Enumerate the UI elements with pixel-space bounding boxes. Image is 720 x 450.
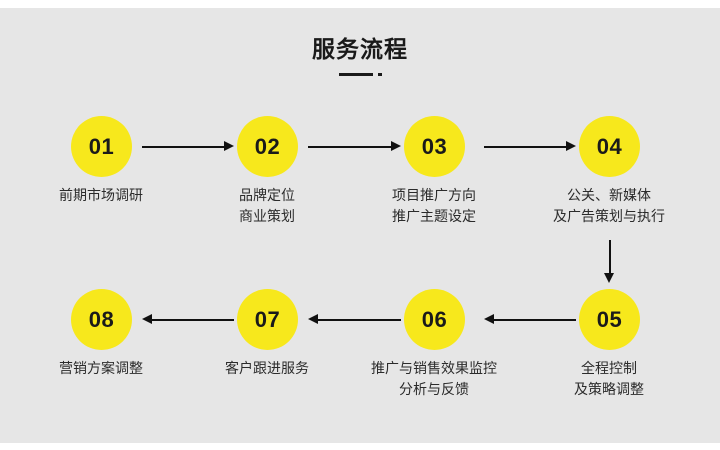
step-label-04-line-1: 公关、新媒体 [567, 187, 651, 203]
step-label-02: 品牌定位 商业策划 [167, 185, 367, 227]
step-label-04: 公关、新媒体 及广告策划与执行 [509, 185, 709, 227]
arrow-06-to-07 [308, 314, 401, 325]
arrow-shaft [317, 319, 401, 321]
arrow-05-to-06 [484, 314, 576, 325]
arrow-shaft [151, 319, 234, 321]
arrow-shaft [609, 240, 611, 274]
step-node-08[interactable]: 08 [71, 289, 132, 350]
step-label-05: 全程控制 及策略调整 [509, 358, 709, 400]
step-node-06[interactable]: 06 [404, 289, 465, 350]
title-underline-decoration [0, 68, 720, 80]
step-label-02-line-1: 品牌定位 [239, 187, 295, 203]
arrow-head-right-icon [224, 141, 234, 151]
step-label-04-line-2: 及广告策划与执行 [553, 208, 665, 224]
step-label-05-line-2: 及策略调整 [574, 381, 644, 397]
arrow-07-to-08 [142, 314, 234, 325]
step-node-05[interactable]: 05 [579, 289, 640, 350]
page-title: 服务流程 [312, 36, 408, 62]
flow-diagram-canvas: 服务流程 01 02 03 04 05 06 07 08 前期市场调研 品牌定位… [0, 8, 720, 443]
title-rule-bar [338, 72, 373, 76]
step-label-07: 客户跟进服务 [167, 358, 367, 379]
step-node-04[interactable]: 04 [579, 116, 640, 177]
arrow-01-to-02 [142, 141, 234, 152]
step-label-06: 推广与销售效果监控 分析与反馈 [334, 358, 534, 400]
step-node-02[interactable]: 02 [237, 116, 298, 177]
arrow-shaft [142, 146, 225, 148]
step-label-03-line-1: 项目推广方向 [392, 187, 476, 203]
arrow-head-right-icon [566, 141, 576, 151]
step-label-01-line-1: 前期市场调研 [59, 187, 143, 203]
arrow-head-down-icon [604, 273, 614, 283]
arrow-shaft [484, 146, 567, 148]
arrow-03-to-04 [484, 141, 576, 152]
step-label-01: 前期市场调研 [1, 185, 201, 206]
step-label-03-line-2: 推广主题设定 [392, 208, 476, 224]
step-label-06-line-2: 分析与反馈 [399, 381, 469, 397]
arrow-head-left-icon [308, 314, 318, 324]
arrow-04-to-05 [604, 240, 615, 283]
step-label-05-line-1: 全程控制 [581, 360, 637, 376]
step-node-07[interactable]: 07 [237, 289, 298, 350]
step-node-03[interactable]: 03 [404, 116, 465, 177]
arrow-02-to-03 [308, 141, 401, 152]
arrow-head-left-icon [484, 314, 494, 324]
step-label-07-line-1: 客户跟进服务 [225, 360, 309, 376]
arrow-shaft [308, 146, 392, 148]
step-label-06-line-1: 推广与销售效果监控 [371, 360, 497, 376]
title-rule-dot [377, 72, 382, 76]
arrow-head-right-icon [391, 141, 401, 151]
step-label-03: 项目推广方向 推广主题设定 [334, 185, 534, 227]
arrow-head-left-icon [142, 314, 152, 324]
step-label-02-line-2: 商业策划 [239, 208, 295, 224]
step-label-08: 营销方案调整 [1, 358, 201, 379]
step-label-08-line-1: 营销方案调整 [59, 360, 143, 376]
step-node-01[interactable]: 01 [71, 116, 132, 177]
arrow-shaft [493, 319, 576, 321]
